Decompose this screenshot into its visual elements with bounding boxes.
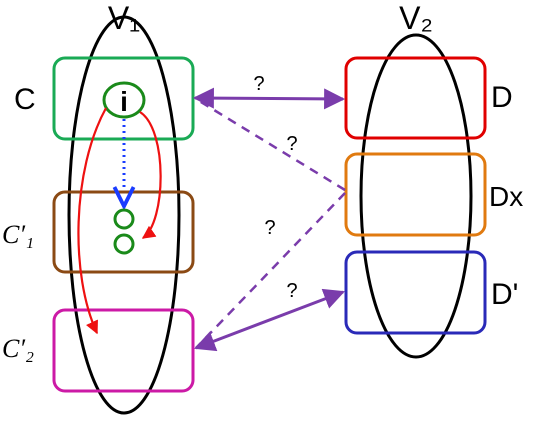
box-dprime: [344, 250, 487, 335]
set-v1-ellipse: [67, 15, 181, 415]
box-c1-label: C′₁: [2, 220, 34, 249]
purple-dashed-dx-c: [195, 97, 346, 192]
question-mark-4: ?: [286, 280, 297, 302]
question-mark-1: ?: [253, 73, 264, 95]
red-arrow-to-c1: [139, 111, 162, 239]
node-i-label: i: [120, 86, 128, 117]
box-d: [344, 56, 487, 140]
question-mark-2: ?: [286, 133, 297, 155]
node-i-circle: [102, 81, 146, 119]
box-c1: [52, 190, 195, 274]
set-v1-label: V₁: [108, 0, 140, 36]
set-v2-ellipse: [359, 33, 473, 359]
set-v2-label: V₂: [399, 0, 433, 36]
c1-node-bottom: [113, 233, 135, 255]
c1-node-top: [113, 208, 135, 230]
box-dx-label: Dx: [489, 181, 523, 212]
purple-arrow-c-d: [192, 87, 346, 110]
box-c2-label: C′₂: [2, 334, 34, 363]
box-d-label: D: [491, 81, 513, 114]
box-c2: [52, 308, 195, 393]
question-mark-3: ?: [264, 217, 275, 239]
purple-arrow-c2-dprime: [194, 288, 345, 352]
box-c-label: C: [14, 83, 36, 116]
box-dx: [344, 152, 487, 237]
box-dprime-label: D': [491, 278, 518, 311]
red-arrow-to-c2: [77, 107, 107, 335]
